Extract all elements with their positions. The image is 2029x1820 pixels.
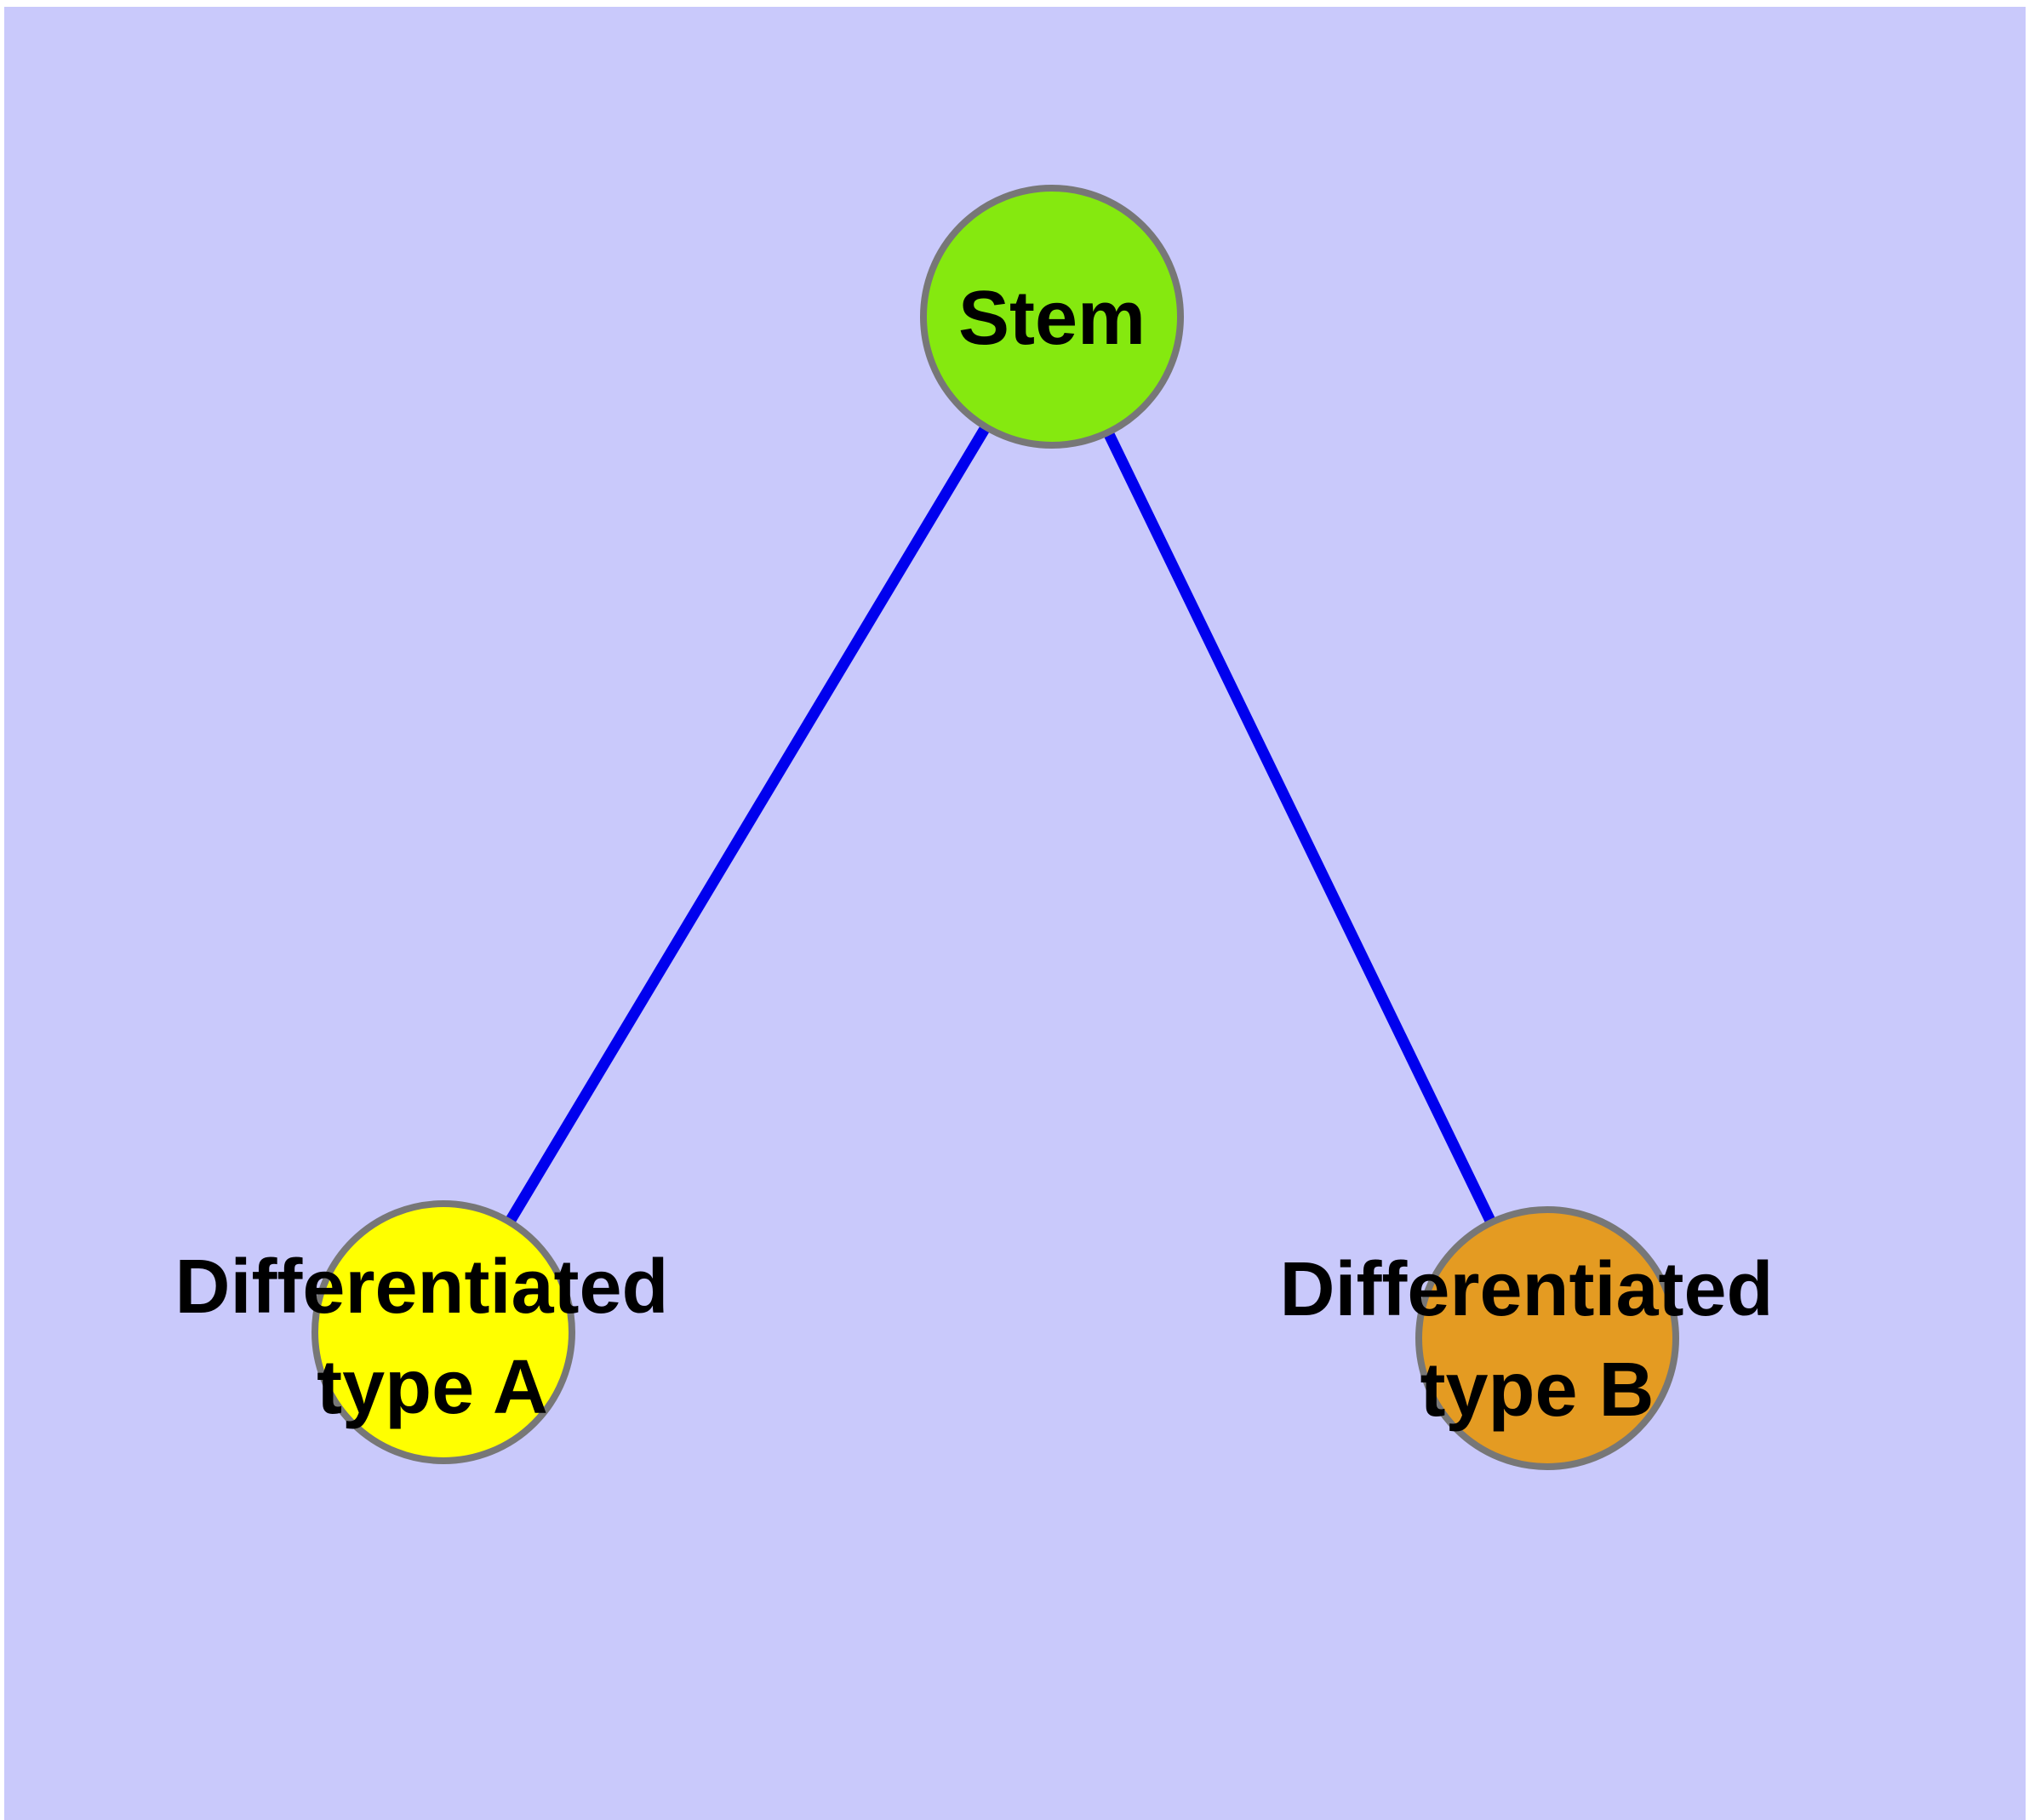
node-differentiated-b-label-line1: Differentiated bbox=[1279, 1247, 1773, 1332]
node-differentiated-a-circle bbox=[311, 1200, 575, 1464]
node-differentiated-b-circle bbox=[1415, 1206, 1679, 1470]
node-differentiated-a-label-line2: type A bbox=[317, 1345, 548, 1430]
edge-stem-to-type-b bbox=[1047, 314, 1552, 1341]
node-stem-circle bbox=[920, 185, 1184, 449]
node-stem-label: Stem bbox=[958, 276, 1146, 361]
node-differentiated-b-label-line2: type B bbox=[1420, 1348, 1654, 1433]
node-differentiated-b-label: Differentiated type B bbox=[1279, 1247, 1794, 1433]
node-differentiated-a-label: Differentiated type A bbox=[174, 1245, 689, 1430]
node-differentiated-a-label-line1: Differentiated bbox=[174, 1245, 668, 1330]
edge-stem-to-type-a bbox=[438, 313, 1057, 1336]
